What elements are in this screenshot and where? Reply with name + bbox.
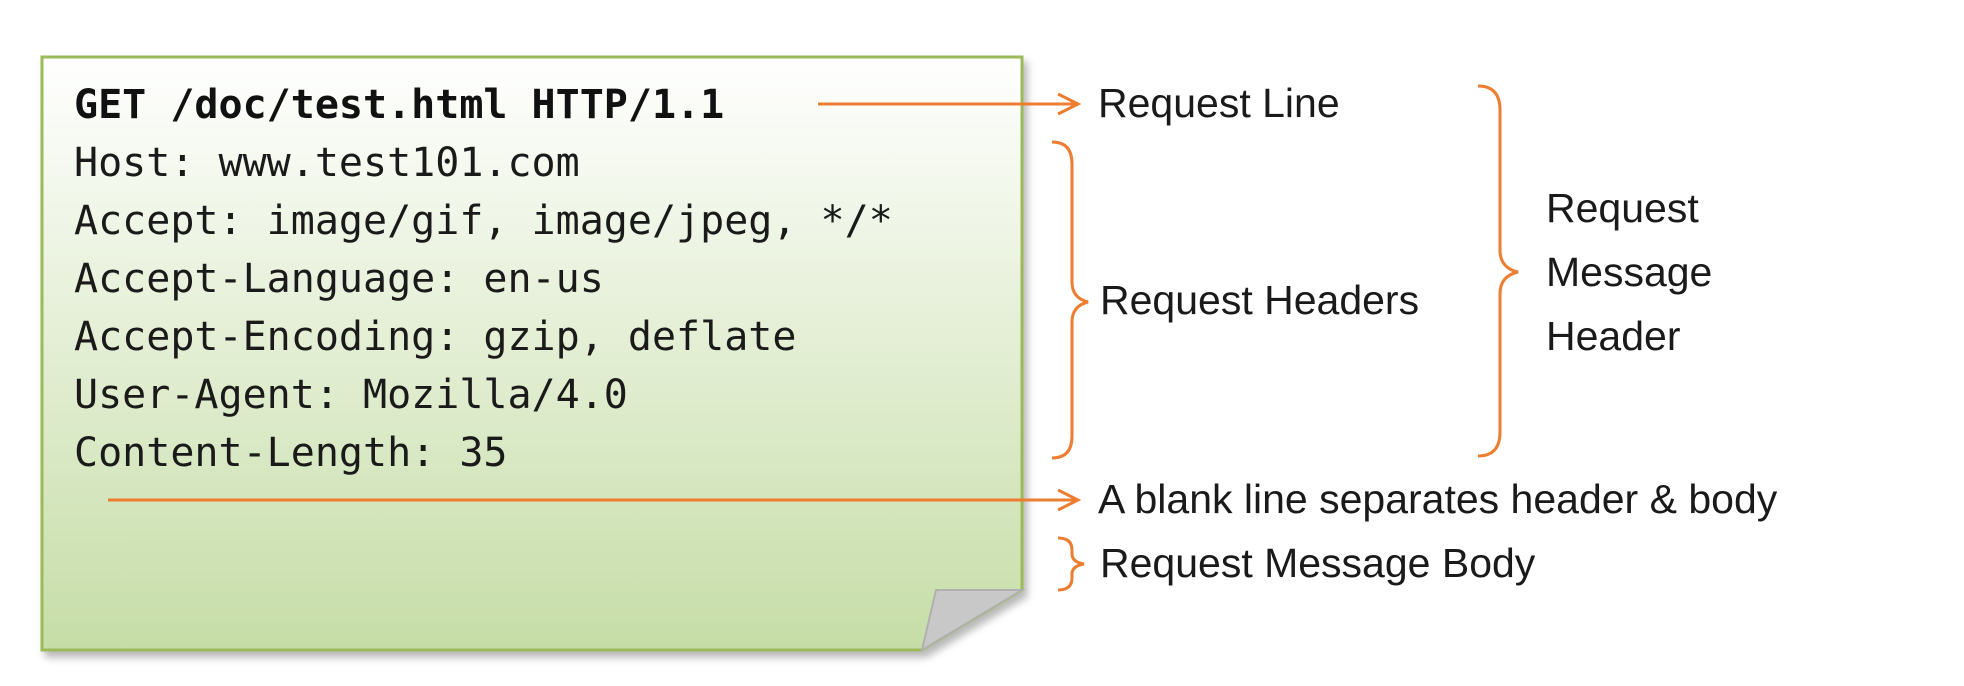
message-header-label-2: Message — [1546, 249, 1713, 295]
request-line-label: Request Line — [1098, 80, 1340, 126]
blank-line-arrowhead — [1057, 488, 1082, 512]
message-header-brace — [1477, 84, 1519, 458]
header-line-user-agent: User-Agent: Mozilla/4.0 — [74, 372, 628, 418]
message-body-brace — [1057, 536, 1085, 592]
request-line-arrowhead — [1057, 92, 1082, 116]
header-line-host: Host: www.test101.com — [74, 140, 580, 186]
header-line-accept-language: Accept-Language: en-us — [74, 256, 604, 302]
message-body-label: Request Message Body — [1100, 540, 1536, 586]
message-header-label-1: Request — [1546, 185, 1699, 231]
note-fold-icon — [920, 589, 1026, 653]
request-line-text: GET /doc/test.html HTTP/1.1 — [74, 82, 725, 128]
request-headers-brace — [1051, 140, 1089, 460]
message-header-label-3: Header — [1546, 313, 1681, 359]
header-line-accept: Accept: image/gif, image/jpeg, */* — [74, 198, 893, 244]
header-line-content-length: Content-Length: 35 — [74, 430, 508, 476]
header-line-accept-encoding: Accept-Encoding: gzip, deflate — [74, 314, 797, 360]
blank-line-label: A blank line separates header & body — [1098, 476, 1778, 522]
request-headers-label: Request Headers — [1100, 277, 1420, 323]
